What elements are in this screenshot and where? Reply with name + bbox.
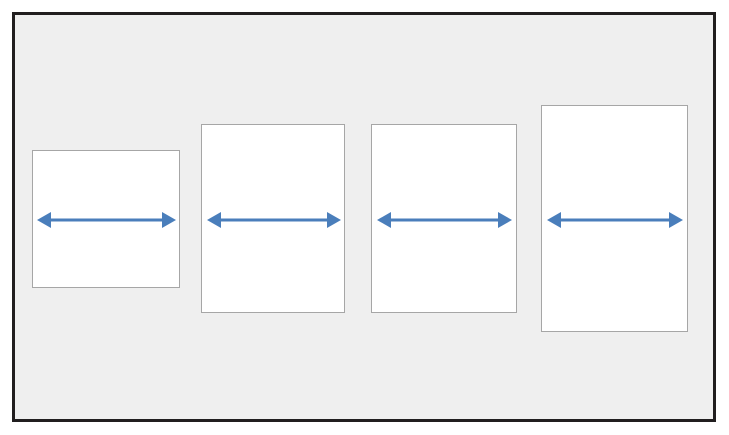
width-arrow-1-head-left <box>37 212 51 228</box>
width-arrow-4-head-right <box>669 212 683 228</box>
width-arrow-2-head-left <box>207 212 221 228</box>
width-arrow-4-head-left <box>547 212 561 228</box>
width-arrow-3-head-left <box>377 212 391 228</box>
width-arrow-4[interactable] <box>546 208 684 232</box>
width-arrow-2[interactable] <box>206 208 342 232</box>
width-arrow-1[interactable] <box>36 208 177 232</box>
width-arrow-3[interactable] <box>376 208 513 232</box>
width-arrow-3-head-right <box>498 212 512 228</box>
width-arrow-2-head-right <box>327 212 341 228</box>
width-arrow-1-head-right <box>162 212 176 228</box>
